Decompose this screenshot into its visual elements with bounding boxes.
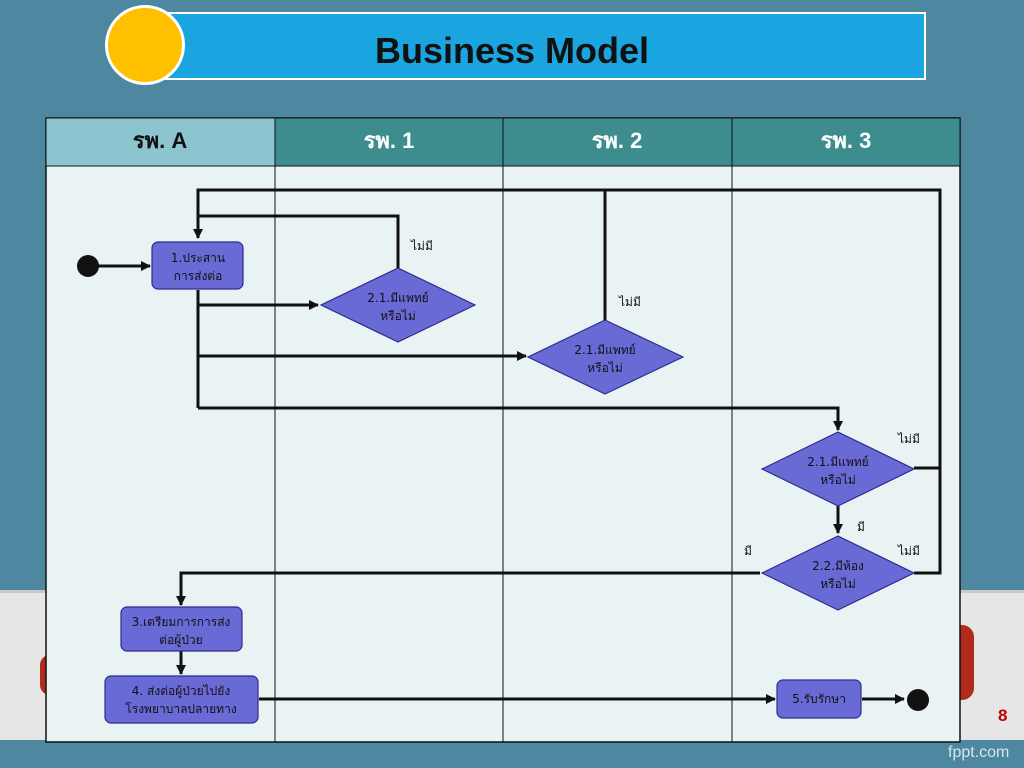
lane-header-3: รพ. 3 — [821, 128, 872, 153]
node-send-patient: 4. ส่งต่อผู้ป่วยไปยังโรงพยาบาลปลายทาง — [125, 684, 236, 716]
node-receive-box — [776, 679, 862, 719]
flow-loop-top — [193, 188, 942, 468]
end-node — [907, 689, 929, 711]
footer-strip — [0, 740, 1024, 768]
decorative-shape-right — [958, 625, 974, 700]
decision-room-h3-shape — [760, 535, 916, 611]
node-coordinate: 1.ประสานการส่งต่อ — [171, 251, 225, 283]
decision-room-h3: 2.2.มีห้องหรือไม่ — [812, 559, 864, 591]
watermark: fppt.com — [948, 744, 1010, 761]
lane-header-3-cell — [731, 117, 961, 167]
slide-title: Business Model — [374, 30, 650, 71]
node-prepare-box — [120, 606, 243, 652]
decision-doctor-h3: 2.1.มีแพทย์หรือไม่ — [807, 455, 868, 487]
decision-doctor-h1: 2.1.มีแพทย์หรือไม่ — [367, 291, 428, 323]
flow-no-h1-loop — [198, 214, 400, 268]
decision-doctor-h1-shape — [319, 267, 477, 343]
decision-doctor-h2: 2.1.มีแพทย์หรือไม่ — [574, 343, 635, 375]
edge-label-no-h3-room: ไม่มี — [897, 544, 920, 558]
node-receive: 5.รับรักษา — [792, 692, 846, 706]
lane-header-a: รพ. A — [133, 128, 188, 153]
sun-circle-icon — [105, 5, 185, 85]
decision-doctor-h2-shape — [526, 319, 685, 395]
flow-no-h3-room — [914, 468, 942, 575]
lane-header-2: รพ. 2 — [592, 128, 643, 153]
flow-room-yes — [176, 571, 760, 606]
node-prepare-transfer: 3.เตรียมการการส่งต่อผู้ป่วย — [132, 615, 231, 648]
lane-header-a-cell — [45, 117, 276, 167]
flow-to-h3 — [198, 406, 843, 431]
edge-label-yes-h3-doctor: มี — [857, 520, 865, 534]
edge-label-no-h3-doctor: ไม่มี — [897, 432, 920, 446]
start-node — [77, 255, 99, 277]
title-bar — [150, 12, 926, 80]
decision-doctor-h3-shape — [760, 431, 916, 507]
lane-header-1: รพ. 1 — [364, 128, 415, 153]
edge-label-no-h2: ไม่มี — [618, 295, 641, 309]
page-number: 8 — [998, 706, 1008, 725]
node-send-box — [104, 675, 259, 724]
edge-label-no-h1: ไม่มี — [410, 239, 433, 253]
edge-label-yes-h3-room: มี — [744, 544, 752, 558]
node-coordinate-box — [151, 241, 244, 290]
